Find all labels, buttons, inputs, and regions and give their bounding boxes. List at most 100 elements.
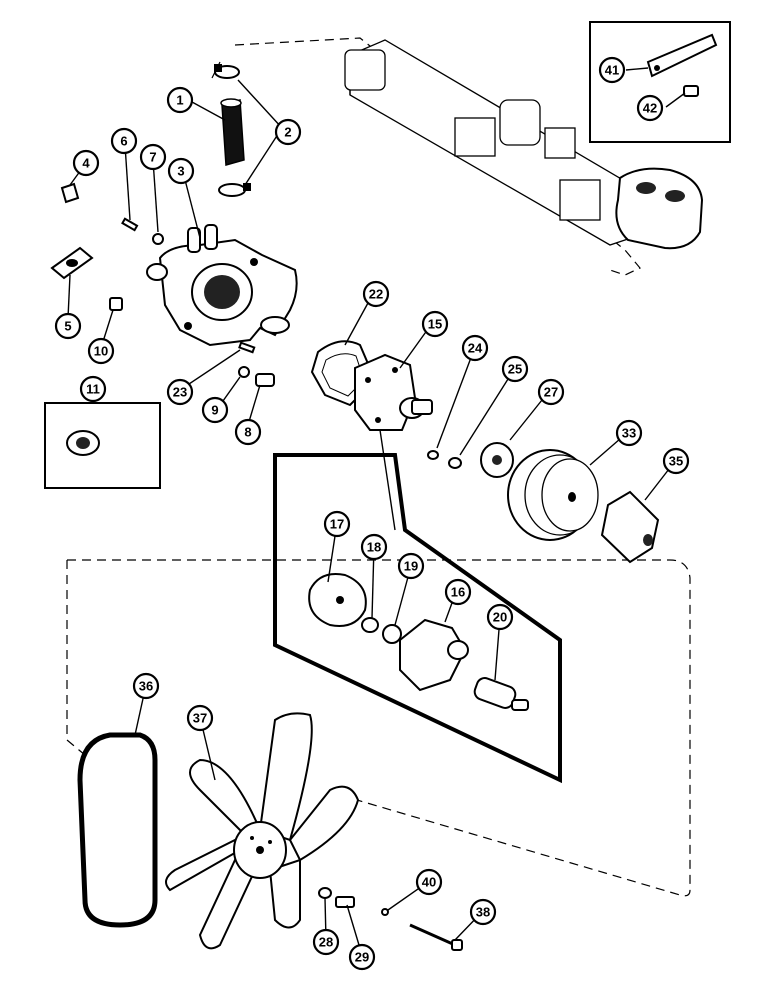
callout-24: 24 — [461, 334, 489, 362]
plug-fitting-11 — [66, 430, 100, 456]
impeller-17 — [308, 573, 367, 627]
leader-lines — [67, 67, 686, 956]
callout-label: 40 — [422, 875, 436, 890]
callout-11: 11 — [79, 375, 107, 403]
bolt-8 — [255, 373, 275, 387]
callout-1: 1 — [166, 86, 194, 114]
callout-16: 16 — [444, 578, 472, 606]
callout-17: 17 — [323, 510, 351, 538]
pump-detail-box — [273, 453, 562, 784]
lower-dashed-outline — [67, 559, 691, 897]
cap-plug — [60, 182, 80, 204]
callout-7: 7 — [139, 143, 167, 171]
long-bolt-38 — [409, 923, 463, 951]
washer-9 — [238, 366, 250, 378]
callout-label: 20 — [493, 610, 507, 625]
callout-2: 2 — [274, 118, 302, 146]
callout-label: 3 — [177, 164, 184, 179]
callout-label: 9 — [211, 403, 218, 418]
callout-label: 15 — [428, 317, 442, 332]
pulley-hub-27 — [480, 442, 514, 478]
bolt-small — [683, 85, 699, 97]
pulley-33 — [507, 449, 599, 541]
callout-label: 11 — [86, 382, 100, 397]
callout-label: 42 — [643, 101, 657, 116]
callout-label: 25 — [508, 362, 522, 377]
callout-label: 28 — [319, 935, 333, 950]
fan-belt — [77, 732, 158, 928]
spacer-35 — [600, 490, 660, 564]
fitting-10 — [109, 297, 123, 311]
callout-25: 25 — [501, 355, 529, 383]
hose — [220, 98, 245, 166]
bracket-strip — [646, 33, 718, 78]
callout-label: 24 — [468, 341, 483, 356]
callout-5: 5 — [54, 312, 82, 340]
callout-label: 19 — [404, 559, 418, 574]
thermostat-housing — [146, 224, 298, 347]
callout-8: 8 — [234, 418, 262, 446]
callout-label: 41 — [605, 63, 619, 78]
washer-28 — [318, 887, 332, 899]
callout-label: 7 — [149, 150, 156, 165]
callout-18: 18 — [360, 533, 388, 561]
water-pump — [354, 353, 433, 431]
callout-label: 33 — [622, 426, 636, 441]
callout-28: 28 — [312, 928, 340, 956]
callout-6: 6 — [110, 127, 138, 155]
fan — [165, 712, 360, 950]
callout-10: 10 — [87, 337, 115, 365]
callout-label: 8 — [244, 425, 251, 440]
plug-small — [152, 233, 164, 245]
callout-label: 29 — [355, 950, 369, 965]
callout-label: 37 — [193, 711, 207, 726]
washer-24 — [427, 450, 439, 460]
callout-19: 19 — [397, 552, 425, 580]
callout-35: 35 — [662, 447, 690, 475]
lower-dashed-outline-left — [66, 560, 86, 756]
detail-box-11 — [44, 402, 161, 489]
callout-27: 27 — [537, 378, 565, 406]
callout-label: 2 — [284, 125, 291, 140]
callout-33: 33 — [615, 419, 643, 447]
callout-22: 22 — [362, 280, 390, 308]
gasket-small — [50, 246, 94, 280]
water-manifold — [344, 39, 704, 250]
callout-41: 41 — [598, 56, 626, 84]
seal-19 — [382, 624, 402, 644]
callout-label: 10 — [94, 344, 108, 359]
callout-37: 37 — [186, 704, 214, 732]
callout-label: 22 — [369, 287, 383, 302]
callout-label: 38 — [476, 905, 490, 920]
callout-38: 38 — [469, 898, 497, 926]
washer-40 — [381, 908, 389, 916]
callout-23: 23 — [166, 378, 194, 406]
callout-20: 20 — [486, 603, 514, 631]
callout-36: 36 — [132, 672, 160, 700]
callout-label: 5 — [64, 319, 71, 334]
shaft-bearing-20 — [473, 677, 529, 711]
callout-15: 15 — [421, 310, 449, 338]
nut-25 — [448, 457, 462, 469]
callout-label: 23 — [173, 385, 187, 400]
hose-clamp-upper — [214, 64, 240, 79]
dowel-pin — [121, 217, 139, 232]
callout-label: 35 — [669, 454, 683, 469]
callout-label: 16 — [451, 585, 465, 600]
hose-clamp-lower — [218, 183, 251, 197]
pump-body-16 — [399, 618, 469, 692]
callout-3: 3 — [167, 157, 195, 185]
callout-label: 36 — [139, 679, 153, 694]
bolt-29 — [335, 896, 355, 908]
callout-label: 18 — [367, 540, 381, 555]
callout-9: 9 — [201, 396, 229, 424]
callout-label: 27 — [544, 385, 558, 400]
callout-40: 40 — [415, 868, 443, 896]
callout-label: 6 — [120, 134, 127, 149]
pin-23 — [238, 341, 256, 354]
seal-18 — [361, 617, 379, 633]
callout-label: 1 — [176, 93, 183, 108]
callout-42: 42 — [636, 94, 664, 122]
callout-4: 4 — [72, 149, 100, 177]
